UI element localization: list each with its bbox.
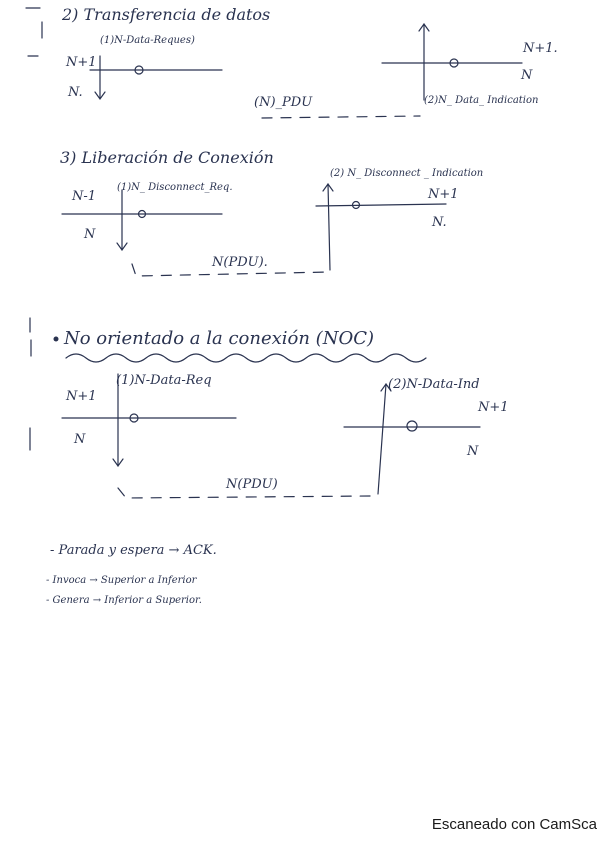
note-item: - Genera → Inferior a Superior. [46,595,202,606]
noc-right-lower: N [466,444,479,459]
noc-left-diagram [61,373,237,468]
section3-left-lower: N [83,227,96,242]
section2-right-primitive: (2)N_ Data_ Indication [424,95,538,106]
section2-left-diagram [89,55,223,101]
noc-right-primitive: (2)N-Data-Ind [388,377,480,392]
section3-right-diagram [315,182,447,271]
section2-left-upper: N+1 [65,55,97,70]
section2-left-lower: N. [67,85,83,100]
section2-right-lower: N [520,68,533,83]
section3-left-upper: N-1 [71,189,96,204]
section3-title: 3) Liberación de Conexión [60,148,274,167]
noc-right-diagram [343,382,481,495]
noc-pdu: N(PDU) [225,477,278,492]
section2-right-upper: N+1. [522,41,558,56]
note-item: - Parada y espera → ACK. [50,543,217,558]
section2-pdu-line [261,115,421,119]
noc-left-primitive: (1)N-Data-Req [116,373,212,388]
bullet-dot [53,336,59,342]
section3-pdu: N(PDU). [211,255,268,270]
section3-right-lower: N. [431,215,447,230]
section2-pdu: (N)_PDU [254,95,313,110]
noc-title: No orientado a la conexión (NOC) [63,328,374,349]
section3-pdu-line [131,263,331,277]
section2-left-primitive: (1)N-Data-Reques) [100,35,195,46]
noc-right-upper: N+1 [477,400,509,415]
section2-right-diagram [381,22,523,101]
section3-left-primitive: (1)N_ Disconnect_Req. [117,182,233,193]
section3-right-primitive: (2) N_ Disconnect _ Indication [330,168,483,179]
note-item: - Invoca → Superior a Inferior [46,575,198,586]
noc-pdu-line [117,487,371,499]
noc-title-underline [65,353,427,363]
noc-left-lower: N [73,432,86,447]
scanner-watermark: Escaneado con CamSca [431,816,597,833]
section3-left-diagram [61,189,223,252]
section3-right-upper: N+1 [427,187,459,202]
section2-title: 2) Transferencia de datos [61,5,270,24]
noc-left-upper: N+1 [65,389,97,404]
